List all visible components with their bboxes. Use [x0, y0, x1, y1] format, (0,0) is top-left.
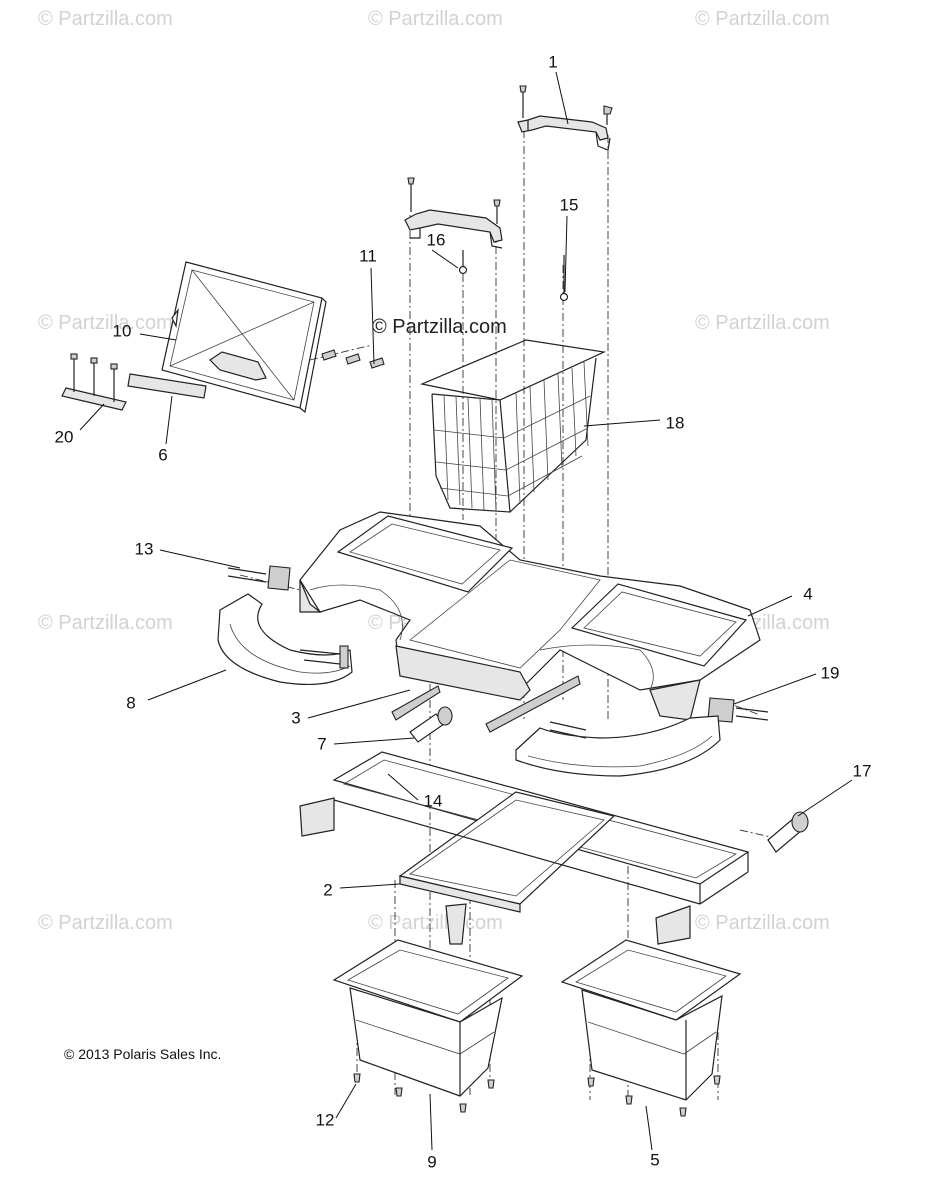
callout-20: 20: [54, 427, 74, 447]
handle-part-16-area: [404, 177, 569, 302]
callout-15: 15: [559, 195, 579, 215]
callout-14: 14: [423, 791, 443, 811]
watermark-bottom-right: © Partzilla.com: [695, 912, 830, 934]
screws-part-11: [321, 349, 385, 369]
callout-3: 3: [291, 708, 301, 728]
hinge-part-20: [61, 353, 127, 411]
hinge-plate-part-6: [127, 373, 207, 399]
watermark-top-left: © Partzilla.com: [38, 8, 173, 30]
callout-17: 17: [852, 761, 872, 781]
callout-18: 18: [665, 413, 685, 433]
watermark-mid-right: © Partzilla.com: [695, 312, 830, 334]
bin-part-9: [332, 939, 524, 1113]
cup-ring-part-8: [217, 593, 353, 686]
callout-2: 2: [323, 880, 333, 900]
callout-16: 16: [426, 230, 446, 250]
watermark-top-right: © Partzilla.com: [695, 8, 830, 30]
callout-12: 12: [315, 1110, 335, 1130]
callout-8: 8: [126, 693, 136, 713]
basket-part-18: [419, 339, 607, 513]
watermark-top-center: © Partzilla.com: [368, 8, 503, 30]
watermark-center-dark: © Partzilla.com: [372, 316, 507, 338]
callout-19: 19: [820, 663, 840, 683]
callout-4: 4: [803, 584, 813, 604]
callout-6: 6: [158, 445, 168, 465]
lid-part-10: [161, 261, 327, 414]
leader-lines: [79, 71, 853, 1151]
watermark-mid-left: © Partzilla.com: [38, 312, 173, 334]
brackets-part-3: [391, 675, 581, 733]
bin-part-5: [560, 939, 742, 1117]
frame-part-2: [299, 751, 750, 945]
bumper-part-17: [767, 811, 809, 853]
watermark-bottom-left: © Partzilla.com: [38, 912, 173, 934]
callout-7: 7: [317, 734, 327, 754]
callout-1: 1: [548, 52, 558, 72]
watermark-bottom-center: © Partzilla.com: [368, 912, 503, 934]
callout-13: 13: [134, 539, 154, 559]
console-part-4: [299, 511, 761, 721]
copyright-notice: © 2013 Polaris Sales Inc.: [64, 1046, 222, 1062]
callout-11: 11: [359, 246, 377, 266]
callout-10: 10: [112, 321, 132, 341]
watermark-center-left: © Partzilla.com: [38, 612, 173, 634]
handle-part-1: [517, 85, 613, 151]
callout-9: 9: [427, 1152, 437, 1172]
bumper-part-7: [409, 706, 453, 743]
cup-ring-right: [515, 715, 721, 777]
callout-5: 5: [650, 1150, 660, 1170]
